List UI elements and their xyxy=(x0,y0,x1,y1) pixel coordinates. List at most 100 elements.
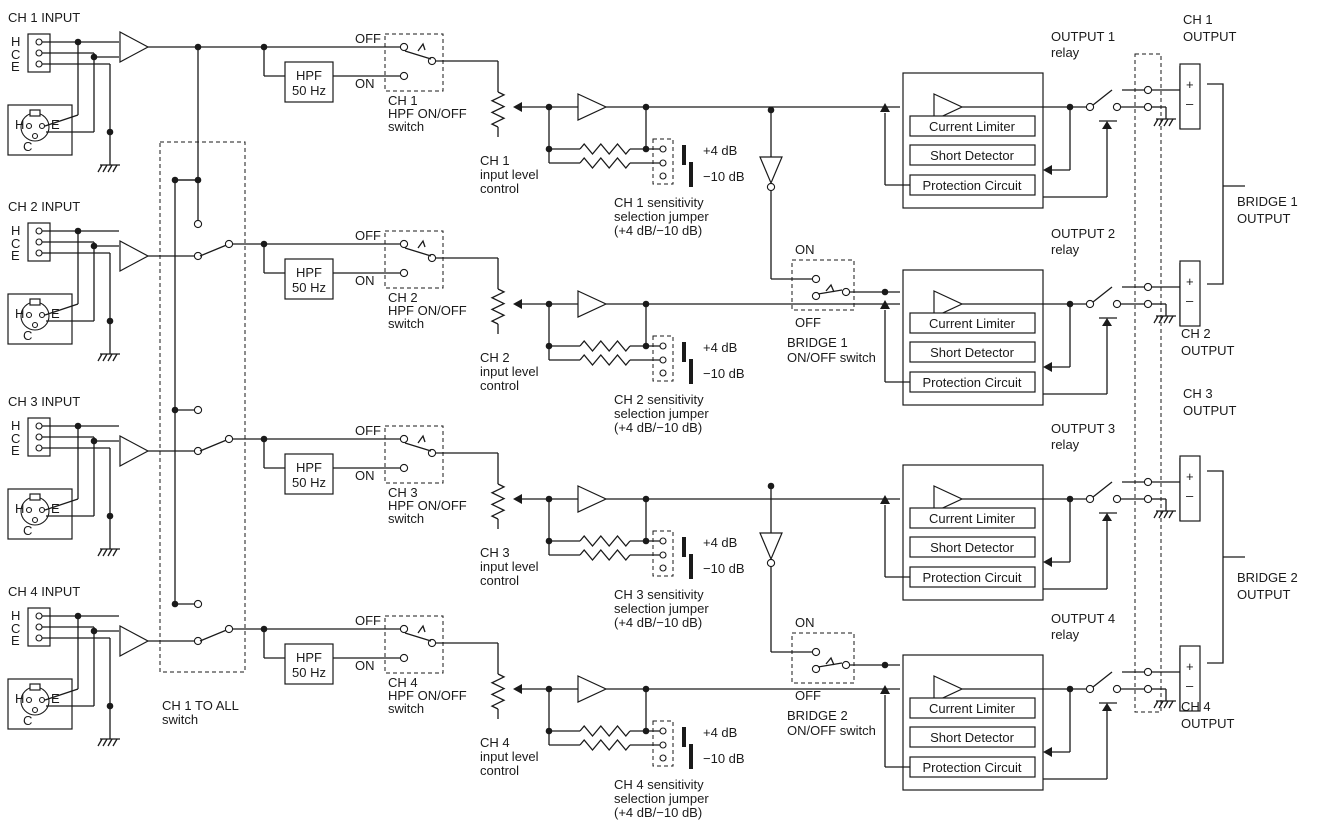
hpf-switch-label-line-2: HPF ON/OFF xyxy=(388,498,467,513)
plus-label: + xyxy=(1186,77,1194,92)
switch-contact xyxy=(659,741,667,749)
xlr-key xyxy=(29,493,41,501)
xlr-pin-h: H xyxy=(15,501,24,516)
arrowhead-left xyxy=(513,299,522,309)
hpf-switch-label-line-3: switch xyxy=(388,701,424,716)
output-terminal xyxy=(1179,645,1201,712)
bridge-switch-outline xyxy=(791,259,855,311)
bridge-switch-label-line-1: BRIDGE 2 xyxy=(787,708,848,723)
amplifier-triangle xyxy=(759,156,783,185)
switch-contact xyxy=(659,145,667,153)
switch-contact xyxy=(35,227,43,235)
switch-contact xyxy=(1143,299,1153,309)
switch-contact xyxy=(659,754,667,762)
xlr-pin-c: C xyxy=(23,523,32,538)
switch-contact xyxy=(399,239,409,249)
pin-c-label: C xyxy=(11,621,20,636)
xlr-pin-h: H xyxy=(15,117,24,132)
switch-contact xyxy=(1112,494,1122,504)
switch-contact xyxy=(25,311,33,319)
switch-contact xyxy=(35,612,43,620)
protection-circuit-label: Protection Circuit xyxy=(923,760,1022,775)
pin-h-label: H xyxy=(11,223,20,238)
junction-dot xyxy=(642,727,650,735)
sensitivity-jumper-label-line-2: selection jumper xyxy=(614,209,709,224)
switch-contact xyxy=(31,132,39,140)
resistor xyxy=(579,724,631,738)
switch-arrow xyxy=(417,42,426,52)
protection-circuit-label: Protection Circuit xyxy=(923,178,1022,193)
level-control-label-line-3: control xyxy=(480,181,519,196)
xlr-pin-c: C xyxy=(23,139,32,154)
on-label: ON xyxy=(355,273,375,288)
level-control-label-line-1: CH 4 xyxy=(480,735,510,750)
minus10-label: −10 dB xyxy=(703,751,745,766)
bridge-switch-outline xyxy=(791,632,855,684)
pin-e-label: E xyxy=(11,59,20,74)
amplifier-triangle xyxy=(119,624,150,658)
short-detector-label: Short Detector xyxy=(930,540,1014,555)
switch-contact xyxy=(224,239,234,249)
hpf-label: HPF xyxy=(296,68,322,83)
short-detector-box xyxy=(909,144,1036,166)
plus-label: + xyxy=(1186,274,1194,289)
arrowhead-left xyxy=(513,684,522,694)
plus4-label: +4 dB xyxy=(703,725,737,740)
amplifier-triangle xyxy=(933,290,964,318)
ch4-output-label-line-2: OUTPUT xyxy=(1181,716,1235,731)
hpf-label: HPF xyxy=(296,650,322,665)
switch-contact xyxy=(399,268,409,278)
switch-contact xyxy=(193,405,203,415)
ch2-output-label-line-1: CH 2 xyxy=(1181,326,1211,341)
ch4-output-label-line-1: CH 4 xyxy=(1181,699,1211,714)
protection-circuit-label: Protection Circuit xyxy=(923,375,1022,390)
hpf-label: HPF xyxy=(296,265,322,280)
minus-label: – xyxy=(1186,488,1194,503)
hpf-switch-outline xyxy=(384,33,444,92)
switch-contact xyxy=(35,238,43,246)
hpf-freq-label: 50 Hz xyxy=(292,665,326,680)
level-control-label-line-1: CH 3 xyxy=(480,545,510,560)
plus-label: + xyxy=(1186,659,1194,674)
level-control-label-line-2: input level xyxy=(480,364,539,379)
ch1-output-label-line-1: CH 1 xyxy=(1183,12,1213,27)
switch-contact xyxy=(35,433,43,441)
switch-contact xyxy=(35,249,43,257)
hpf-switch-label-line-2: HPF ON/OFF xyxy=(388,303,467,318)
switch-contact xyxy=(659,159,667,167)
xlr-key xyxy=(29,298,41,306)
short-detector-label: Short Detector xyxy=(930,148,1014,163)
xlr-pin-e: E xyxy=(51,691,60,706)
on-label: ON xyxy=(355,468,375,483)
xlr-pin-e: E xyxy=(51,306,60,321)
amplifier-triangle xyxy=(119,30,150,64)
on-label: ON xyxy=(355,658,375,673)
ch2-output-label-line-2: OUTPUT xyxy=(1181,343,1235,358)
switch-arrow xyxy=(417,239,426,249)
hpf-freq-label: 50 Hz xyxy=(292,280,326,295)
current-limiter-label: Current Limiter xyxy=(929,119,1016,134)
jumper-outline xyxy=(652,530,674,577)
channel-input-label: CH 1 INPUT xyxy=(8,10,80,25)
resistor xyxy=(579,738,631,752)
arrowhead-up xyxy=(880,685,890,694)
switch-contact xyxy=(1143,102,1153,112)
plus4-label: +4 dB xyxy=(703,340,737,355)
current-limiter-label: Current Limiter xyxy=(929,511,1016,526)
switch-contact xyxy=(659,342,667,350)
switch-contact xyxy=(1143,85,1153,95)
level-control-label-line-1: CH 2 xyxy=(480,350,510,365)
resistor xyxy=(490,483,506,520)
protection-circuit-label: Protection Circuit xyxy=(923,570,1022,585)
switch-arrow xyxy=(417,434,426,444)
switch-contact xyxy=(38,122,46,130)
resistor xyxy=(579,353,631,367)
amplifier-triangle xyxy=(577,290,608,318)
hpf-freq-label: 50 Hz xyxy=(292,475,326,490)
junction-dot xyxy=(642,537,650,545)
